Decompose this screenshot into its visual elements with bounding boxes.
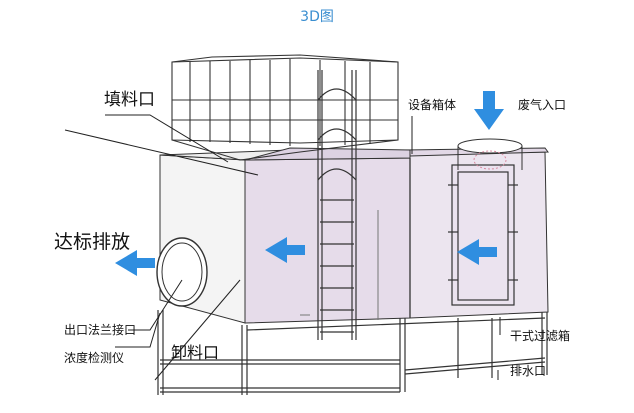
label-waste-gas-inlet: 废气入口 xyxy=(518,98,567,112)
top-railing xyxy=(171,54,399,161)
flow-arrows xyxy=(115,91,504,276)
equipment-box-front xyxy=(244,157,411,324)
discharge-arrow-icon xyxy=(115,250,155,276)
label-outlet-flange: 出口法兰接口 xyxy=(64,323,137,337)
flow-arrow-left-2-icon xyxy=(457,239,497,265)
filter-door xyxy=(448,164,518,306)
label-fill-port: 填料口 xyxy=(104,90,155,110)
diagram-title: 3D图 xyxy=(300,9,334,25)
label-concentration-detector: 浓度检测仪 xyxy=(64,351,125,365)
flow-arrow-left-1-icon xyxy=(265,237,305,263)
leader-lines xyxy=(64,114,501,381)
label-discharge-standard: 达标排放 xyxy=(54,231,131,253)
waste-gas-inlet-arrow-icon xyxy=(474,91,504,130)
inlet-duct xyxy=(457,138,523,170)
access-ladder xyxy=(317,70,357,340)
label-dry-filter-box: 干式过滤箱 xyxy=(510,329,571,343)
label-unload-port: 卸料口 xyxy=(171,343,220,362)
support-frame xyxy=(157,310,548,395)
label-drain-port: 排水口 xyxy=(510,364,547,378)
label-equipment-box: 设备箱体 xyxy=(408,98,457,112)
outlet-flange xyxy=(156,237,208,307)
